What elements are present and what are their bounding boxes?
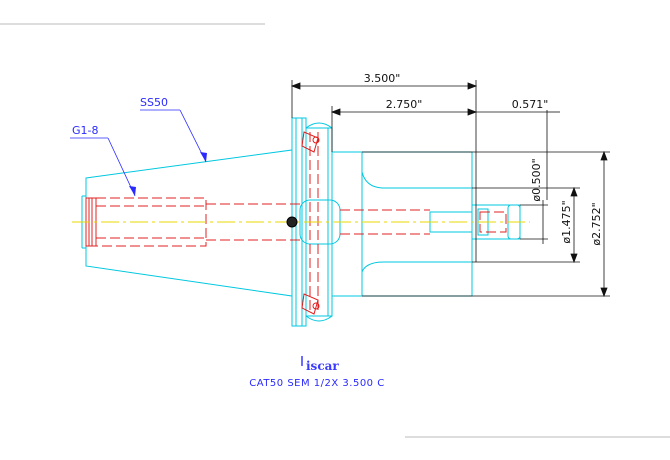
brand-logo: iscar (301, 356, 339, 373)
dim-tip-length: 0.571" (512, 98, 549, 111)
callout-taper: SS50 (140, 96, 168, 109)
drive-key-bottom (301, 293, 320, 315)
dim-nose-diameter: ø1.475" (560, 200, 573, 243)
ball-icon (286, 216, 298, 228)
dim-bore-diameter: ø0.500" (530, 158, 543, 201)
callout-thread: G1-8 (72, 124, 99, 137)
callout-leaders (70, 109, 207, 197)
dimension-lines (290, 80, 610, 298)
leader-arrow-taper (200, 152, 207, 162)
drive-key-top (301, 131, 320, 153)
svg-text:iscar: iscar (306, 359, 339, 373)
taper-shank (81, 149, 293, 297)
dim-shank-length: 2.750" (386, 98, 423, 111)
sheet-border (0, 23, 670, 438)
leader-arrow-thread (129, 186, 136, 196)
hidden-lines (95, 132, 507, 310)
holder-body (332, 151, 521, 297)
dim-overall-length: 3.500" (364, 72, 401, 85)
caption: CAT50 SEM 1/2X 3.500 C (249, 378, 384, 389)
dim-body-diameter: ø2.752" (590, 202, 603, 245)
